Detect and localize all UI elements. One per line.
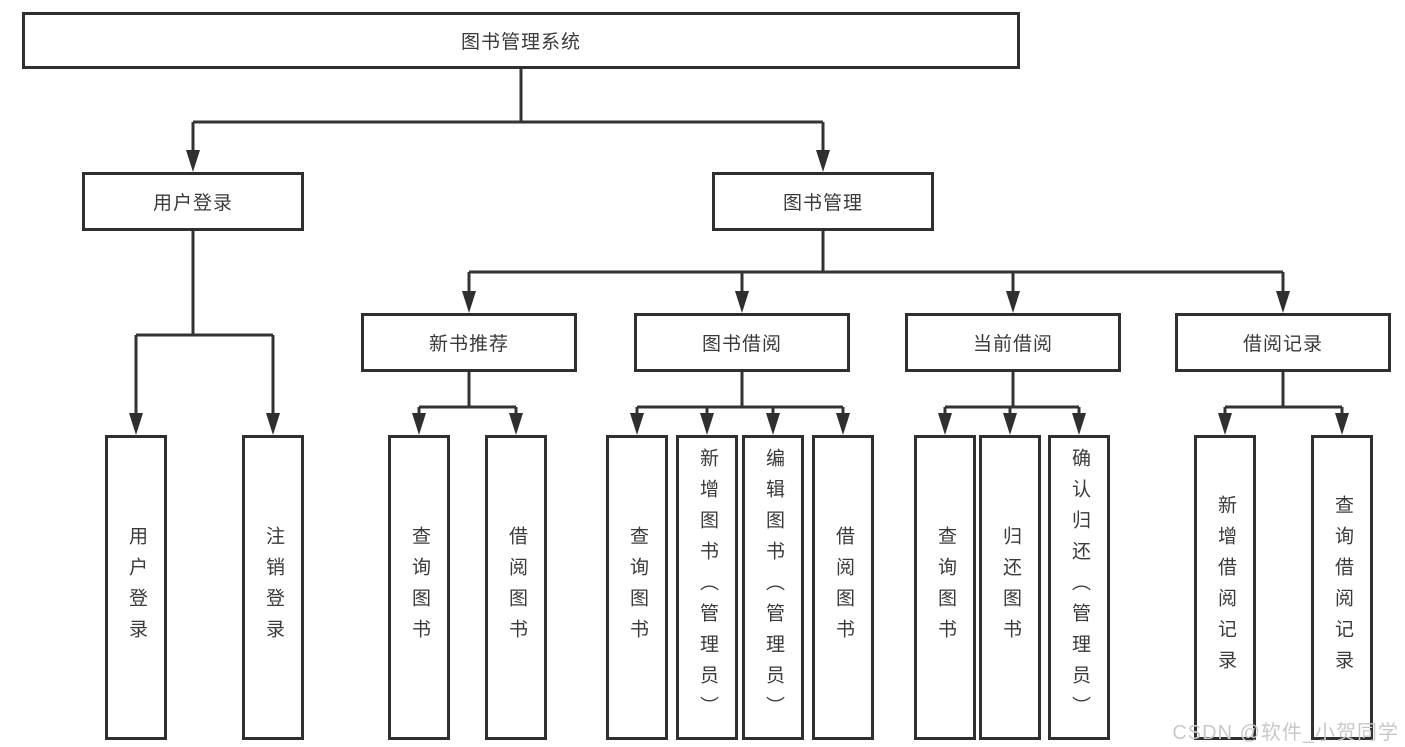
node-book-borrowing: 图书借阅 <box>634 313 850 372</box>
connector-arrowhead <box>462 291 476 313</box>
connector-level3-to-leaves <box>417 372 1344 417</box>
node-label: 编辑图书（管理员） <box>762 448 784 727</box>
connector-arrowhead <box>266 413 280 435</box>
connector-arrowhead <box>735 291 749 313</box>
connector-arrowhead <box>836 413 850 435</box>
leaf-edit-books-admin: 编辑图书（管理员） <box>742 435 804 740</box>
node-label: 新书推荐 <box>428 334 509 355</box>
connector-arrowhead <box>630 413 644 435</box>
connector-arrowhead <box>766 413 780 435</box>
node-label: 查询借阅记录 <box>1331 494 1353 681</box>
connector-arrowhead <box>1072 413 1086 435</box>
connector-arrowhead <box>412 413 426 435</box>
leaf-return-books: 归还图书 <box>979 435 1041 740</box>
node-borrowing-records: 借阅记录 <box>1175 313 1391 372</box>
leaf-logout: 注销登录 <box>242 435 304 740</box>
node-label: 确认归还（管理员） <box>1068 448 1090 727</box>
node-label: 查询图书 <box>408 525 430 650</box>
connector-arrowhead <box>1218 413 1232 435</box>
node-label: 用户登录 <box>152 193 233 214</box>
node-label: 图书管理 <box>782 193 863 214</box>
leaf-add-borrow-record: 新增借阅记录 <box>1194 435 1256 740</box>
node-label: 注销登录 <box>262 525 284 650</box>
node-label: 查询图书 <box>934 525 956 650</box>
connector-arrowhead <box>938 413 952 435</box>
node-new-book-recommendation: 新书推荐 <box>361 313 577 372</box>
connector-arrowhead <box>186 150 200 172</box>
connector-arrowhead <box>816 150 830 172</box>
connector-book-mgmt-to-level3 <box>467 231 1285 295</box>
csdn-watermark: CSDN @软件_小贺同学 <box>1172 722 1399 744</box>
connector-arrowhead <box>129 413 143 435</box>
connector-arrowhead <box>700 413 714 435</box>
node-current-borrowing: 当前借阅 <box>905 313 1121 372</box>
arrowheads <box>129 150 1349 435</box>
leaf-query-books-borrowing: 查询图书 <box>606 435 668 740</box>
leaf-borrow-books-recommend: 借阅图书 <box>485 435 547 740</box>
connector-root-to-level2 <box>191 68 825 154</box>
node-label: 图书借阅 <box>701 334 782 355</box>
leaf-user-login: 用户登录 <box>105 435 167 740</box>
node-label: 新增图书（管理员） <box>696 448 718 727</box>
leaf-query-books-current: 查询图书 <box>914 435 976 740</box>
node-label: 借阅图书 <box>505 525 527 650</box>
leaf-query-borrow-record: 查询借阅记录 <box>1311 435 1373 740</box>
node-label: 当前借阅 <box>972 334 1053 355</box>
connector-arrowhead <box>1276 291 1290 313</box>
leaf-borrow-books-borrowing: 借阅图书 <box>812 435 874 740</box>
node-label: 借阅图书 <box>832 525 854 650</box>
node-label: 归还图书 <box>999 525 1021 650</box>
connector-arrowhead <box>1003 413 1017 435</box>
leaf-query-books-recommend: 查询图书 <box>388 435 450 740</box>
node-label: 图书管理系统 <box>460 32 581 53</box>
node-label: 查询图书 <box>626 525 648 650</box>
connector-arrowhead <box>1335 413 1349 435</box>
node-book-management: 图书管理 <box>712 172 934 231</box>
node-label: 借阅记录 <box>1242 334 1323 355</box>
node-label: 新增借阅记录 <box>1214 494 1236 681</box>
connector-arrowhead <box>509 413 523 435</box>
node-user-login: 用户登录 <box>82 172 304 231</box>
connector-user-login-to-leaves <box>134 231 275 417</box>
leaf-add-books-admin: 新增图书（管理员） <box>676 435 738 740</box>
node-library-management-system: 图书管理系统 <box>22 12 1020 69</box>
connector-arrowhead <box>1006 291 1020 313</box>
leaf-confirm-return-admin: 确认归还（管理员） <box>1048 435 1110 740</box>
node-label: 用户登录 <box>125 525 147 650</box>
